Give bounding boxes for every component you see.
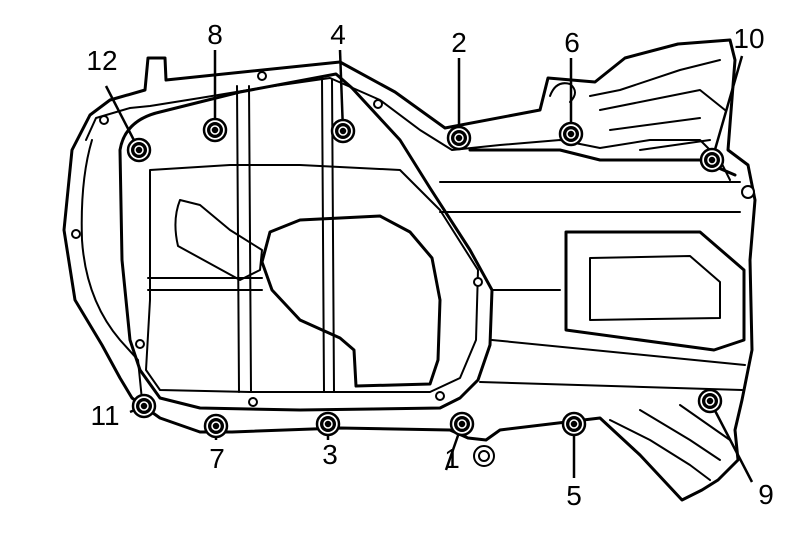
bolt-socket-icon: [702, 393, 718, 409]
mount-hole: [248, 397, 258, 407]
bolt-8: 8: [202, 19, 228, 143]
leader-line-10: [710, 55, 744, 161]
bolt-10: 10: [699, 23, 765, 173]
bolt-socket-icon: [454, 416, 470, 432]
bolt-number-label: 10: [733, 23, 764, 54]
left-flange-inner: [80, 139, 143, 401]
bolt-socket-icon: [451, 130, 467, 146]
sump-pocket: [564, 230, 746, 352]
bolt-9: 9: [697, 388, 774, 510]
bolt-center-icon: [139, 401, 149, 411]
bolt-number-label: 7: [209, 443, 225, 474]
bolt-center-icon: [134, 145, 144, 155]
bolt-3: 3: [315, 411, 341, 470]
mount-hole: [435, 391, 445, 401]
bolt-socket-icon: [208, 418, 224, 434]
bolt-center-icon: [323, 419, 333, 429]
sump-pocket-inner: [589, 255, 721, 321]
mount-hole: [99, 115, 109, 125]
sump-lower-edge: [479, 289, 746, 391]
leader-line-9: [708, 400, 754, 483]
bolt-socket-icon: [704, 152, 720, 168]
sump-body: [439, 181, 741, 213]
bolt-6: 6: [558, 27, 584, 147]
rib-2: [248, 85, 252, 393]
bolt-center-icon: [211, 421, 221, 431]
bolt-number-label: 4: [330, 19, 346, 50]
mount-hole: [473, 277, 483, 287]
bolt-socket-icon: [563, 126, 579, 142]
bolt-4: 4: [330, 19, 356, 144]
bolt-socket-icon: [335, 123, 351, 139]
bolt-number-label: 9: [758, 479, 774, 510]
bolt-socket-icon: [566, 416, 582, 432]
mount-hole: [257, 71, 267, 81]
bolt-center-icon: [566, 129, 576, 139]
bolt-5: 5: [561, 411, 587, 511]
mount-hole: [135, 339, 145, 349]
bolt-number-label: 12: [86, 45, 117, 76]
bolt-center-icon: [457, 419, 467, 429]
mount-hole: [71, 229, 81, 239]
bolt-socket-icon: [207, 122, 223, 138]
bolt-socket-icon: [320, 416, 336, 432]
bolt-11: 11: [90, 393, 157, 431]
right-bracket-top: [589, 59, 726, 151]
bolt-center-icon: [210, 125, 220, 135]
center-baffle-outer: [118, 72, 494, 412]
leader-line-4: [338, 49, 345, 132]
bolt-7: 7: [203, 413, 229, 474]
bolt-number-label: 3: [322, 439, 338, 470]
center-baffle-inner: [145, 164, 479, 393]
dowel-hole-inner: [478, 450, 490, 462]
bolt-center-icon: [705, 396, 715, 406]
right-bracket-bottom: [609, 404, 731, 481]
bolt-number-label: 6: [564, 27, 580, 58]
bolt-center-icon: [454, 133, 464, 143]
bolt-2: 2: [446, 27, 472, 151]
bolt-center-icon: [707, 155, 717, 165]
bolt-socket-icon: [136, 398, 152, 414]
bolt-1: 1: [444, 411, 475, 474]
bolt-center-icon: [338, 126, 348, 136]
bolt-number-label: 2: [451, 27, 467, 58]
bolt-number-label: 8: [207, 19, 223, 50]
pan-inner-edge: [85, 77, 731, 181]
pickup-aperture: [260, 214, 442, 388]
bolt-number-label: 5: [566, 480, 582, 511]
side-boss: [741, 185, 755, 199]
oil-channel: [174, 199, 263, 281]
bolt-center-icon: [569, 419, 579, 429]
bolt-number-label: 11: [90, 400, 119, 431]
bolt-number-label: 1: [444, 443, 460, 474]
rib-3: [321, 77, 325, 393]
rib-1: [236, 85, 240, 393]
mount-hole: [373, 99, 383, 109]
bolt-socket-icon: [131, 142, 147, 158]
bolt-12: 12: [86, 45, 152, 163]
